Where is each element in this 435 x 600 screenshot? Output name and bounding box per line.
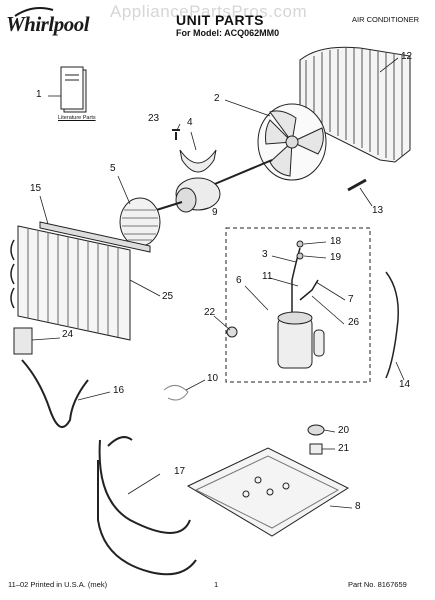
cabinet-wrapper <box>299 46 411 163</box>
callout-13: 13 <box>372 205 384 216</box>
callout-20: 20 <box>338 425 350 436</box>
model-subtitle: For Model: ACQ062MM0 <box>176 28 280 38</box>
callout-25: 25 <box>162 291 174 302</box>
callout-12: 12 <box>401 51 413 62</box>
bracket-screw <box>172 129 180 140</box>
callout-4: 4 <box>187 117 193 128</box>
clip-part <box>163 385 189 401</box>
callout-17: 17 <box>174 466 186 477</box>
capillary-tube <box>385 271 399 379</box>
callout-8: 8 <box>355 501 361 512</box>
callout-23: 23 <box>148 113 160 124</box>
screw-part <box>347 178 367 192</box>
callout-2: 2 <box>214 93 220 104</box>
part-number: Part No. 8167659 <box>348 580 407 589</box>
base-pan <box>186 447 350 537</box>
logo-swoosh-icon <box>14 7 54 17</box>
callout-5: 5 <box>110 163 116 174</box>
print-info: 11–02 Printed in U.S.A. (mek) <box>8 580 108 589</box>
brand-logo: Whirlpool <box>6 12 90 36</box>
compressor <box>277 240 325 369</box>
callout-9: 9 <box>212 207 218 218</box>
grommet-part <box>307 424 325 436</box>
callout-18: 18 <box>330 236 342 247</box>
callout-26: 26 <box>348 317 360 328</box>
fan-motor <box>149 159 273 213</box>
callout-10: 10 <box>207 373 219 384</box>
tubing-assembly <box>97 436 197 576</box>
callout-19: 19 <box>330 252 342 263</box>
control-switch <box>13 327 33 355</box>
spacer-part <box>309 443 323 455</box>
callout-22: 22 <box>204 307 216 318</box>
callout-11: 11 <box>262 271 273 282</box>
literature-parts-label: Literature Parts <box>58 115 96 121</box>
callout-1: 1 <box>36 89 42 100</box>
callout-16: 16 <box>113 385 125 396</box>
callout-3: 3 <box>262 249 268 260</box>
page-number: 1 <box>214 580 219 589</box>
literature-booklet <box>60 66 87 113</box>
category-label: AIR CONDITIONER <box>352 15 420 24</box>
callout-6: 6 <box>236 275 242 286</box>
evaporator-coil <box>10 221 151 341</box>
compressor-group-box <box>225 227 371 383</box>
callout-21: 21 <box>338 443 350 454</box>
blower-wheel <box>119 197 161 247</box>
callout-15: 15 <box>30 183 42 194</box>
callout-24: 24 <box>62 329 74 340</box>
motor-bracket <box>179 149 217 173</box>
page-title: UNIT PARTS <box>176 12 264 28</box>
callout-7: 7 <box>348 294 354 305</box>
callout-14: 14 <box>399 379 411 390</box>
watermark: AppliancePartsPros.com <box>110 2 308 21</box>
drain-tubing <box>21 359 89 429</box>
fan-blade <box>257 103 327 181</box>
